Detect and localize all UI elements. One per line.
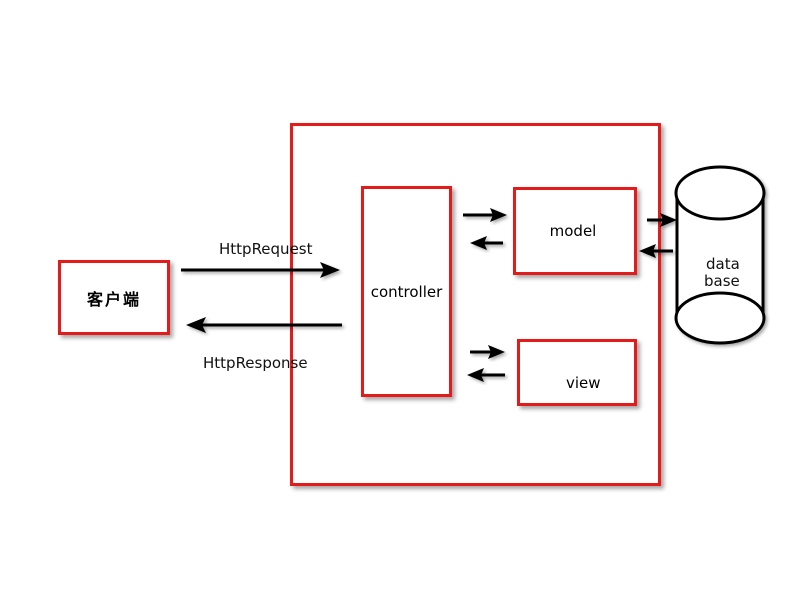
model-to-controller-arrow — [470, 236, 503, 250]
controller-label: controller — [370, 282, 443, 301]
model-to-database-arrow — [647, 213, 677, 227]
controller-to-view-arrow — [470, 345, 505, 359]
model-label: model — [549, 222, 597, 240]
client-box: 客户端 — [58, 260, 170, 335]
controller-box: controller — [361, 186, 452, 397]
server-container — [290, 123, 661, 486]
view-to-controller-arrow — [467, 368, 505, 382]
request-label: HttpRequest — [219, 240, 313, 258]
controller-to-model-arrow — [463, 208, 507, 222]
database-to-model-arrow — [639, 244, 673, 258]
database-label-line1: data — [706, 255, 740, 273]
database-cylinder-icon — [674, 165, 766, 345]
response-arrow — [186, 317, 342, 333]
view-label: view — [566, 374, 601, 392]
client-label: 客户端 — [86, 289, 141, 309]
model-box: model — [513, 187, 637, 275]
response-label: HttpResponse — [203, 354, 308, 372]
request-arrow — [181, 262, 340, 278]
view-box: view — [517, 339, 637, 406]
database-label-line2: base — [704, 272, 740, 290]
